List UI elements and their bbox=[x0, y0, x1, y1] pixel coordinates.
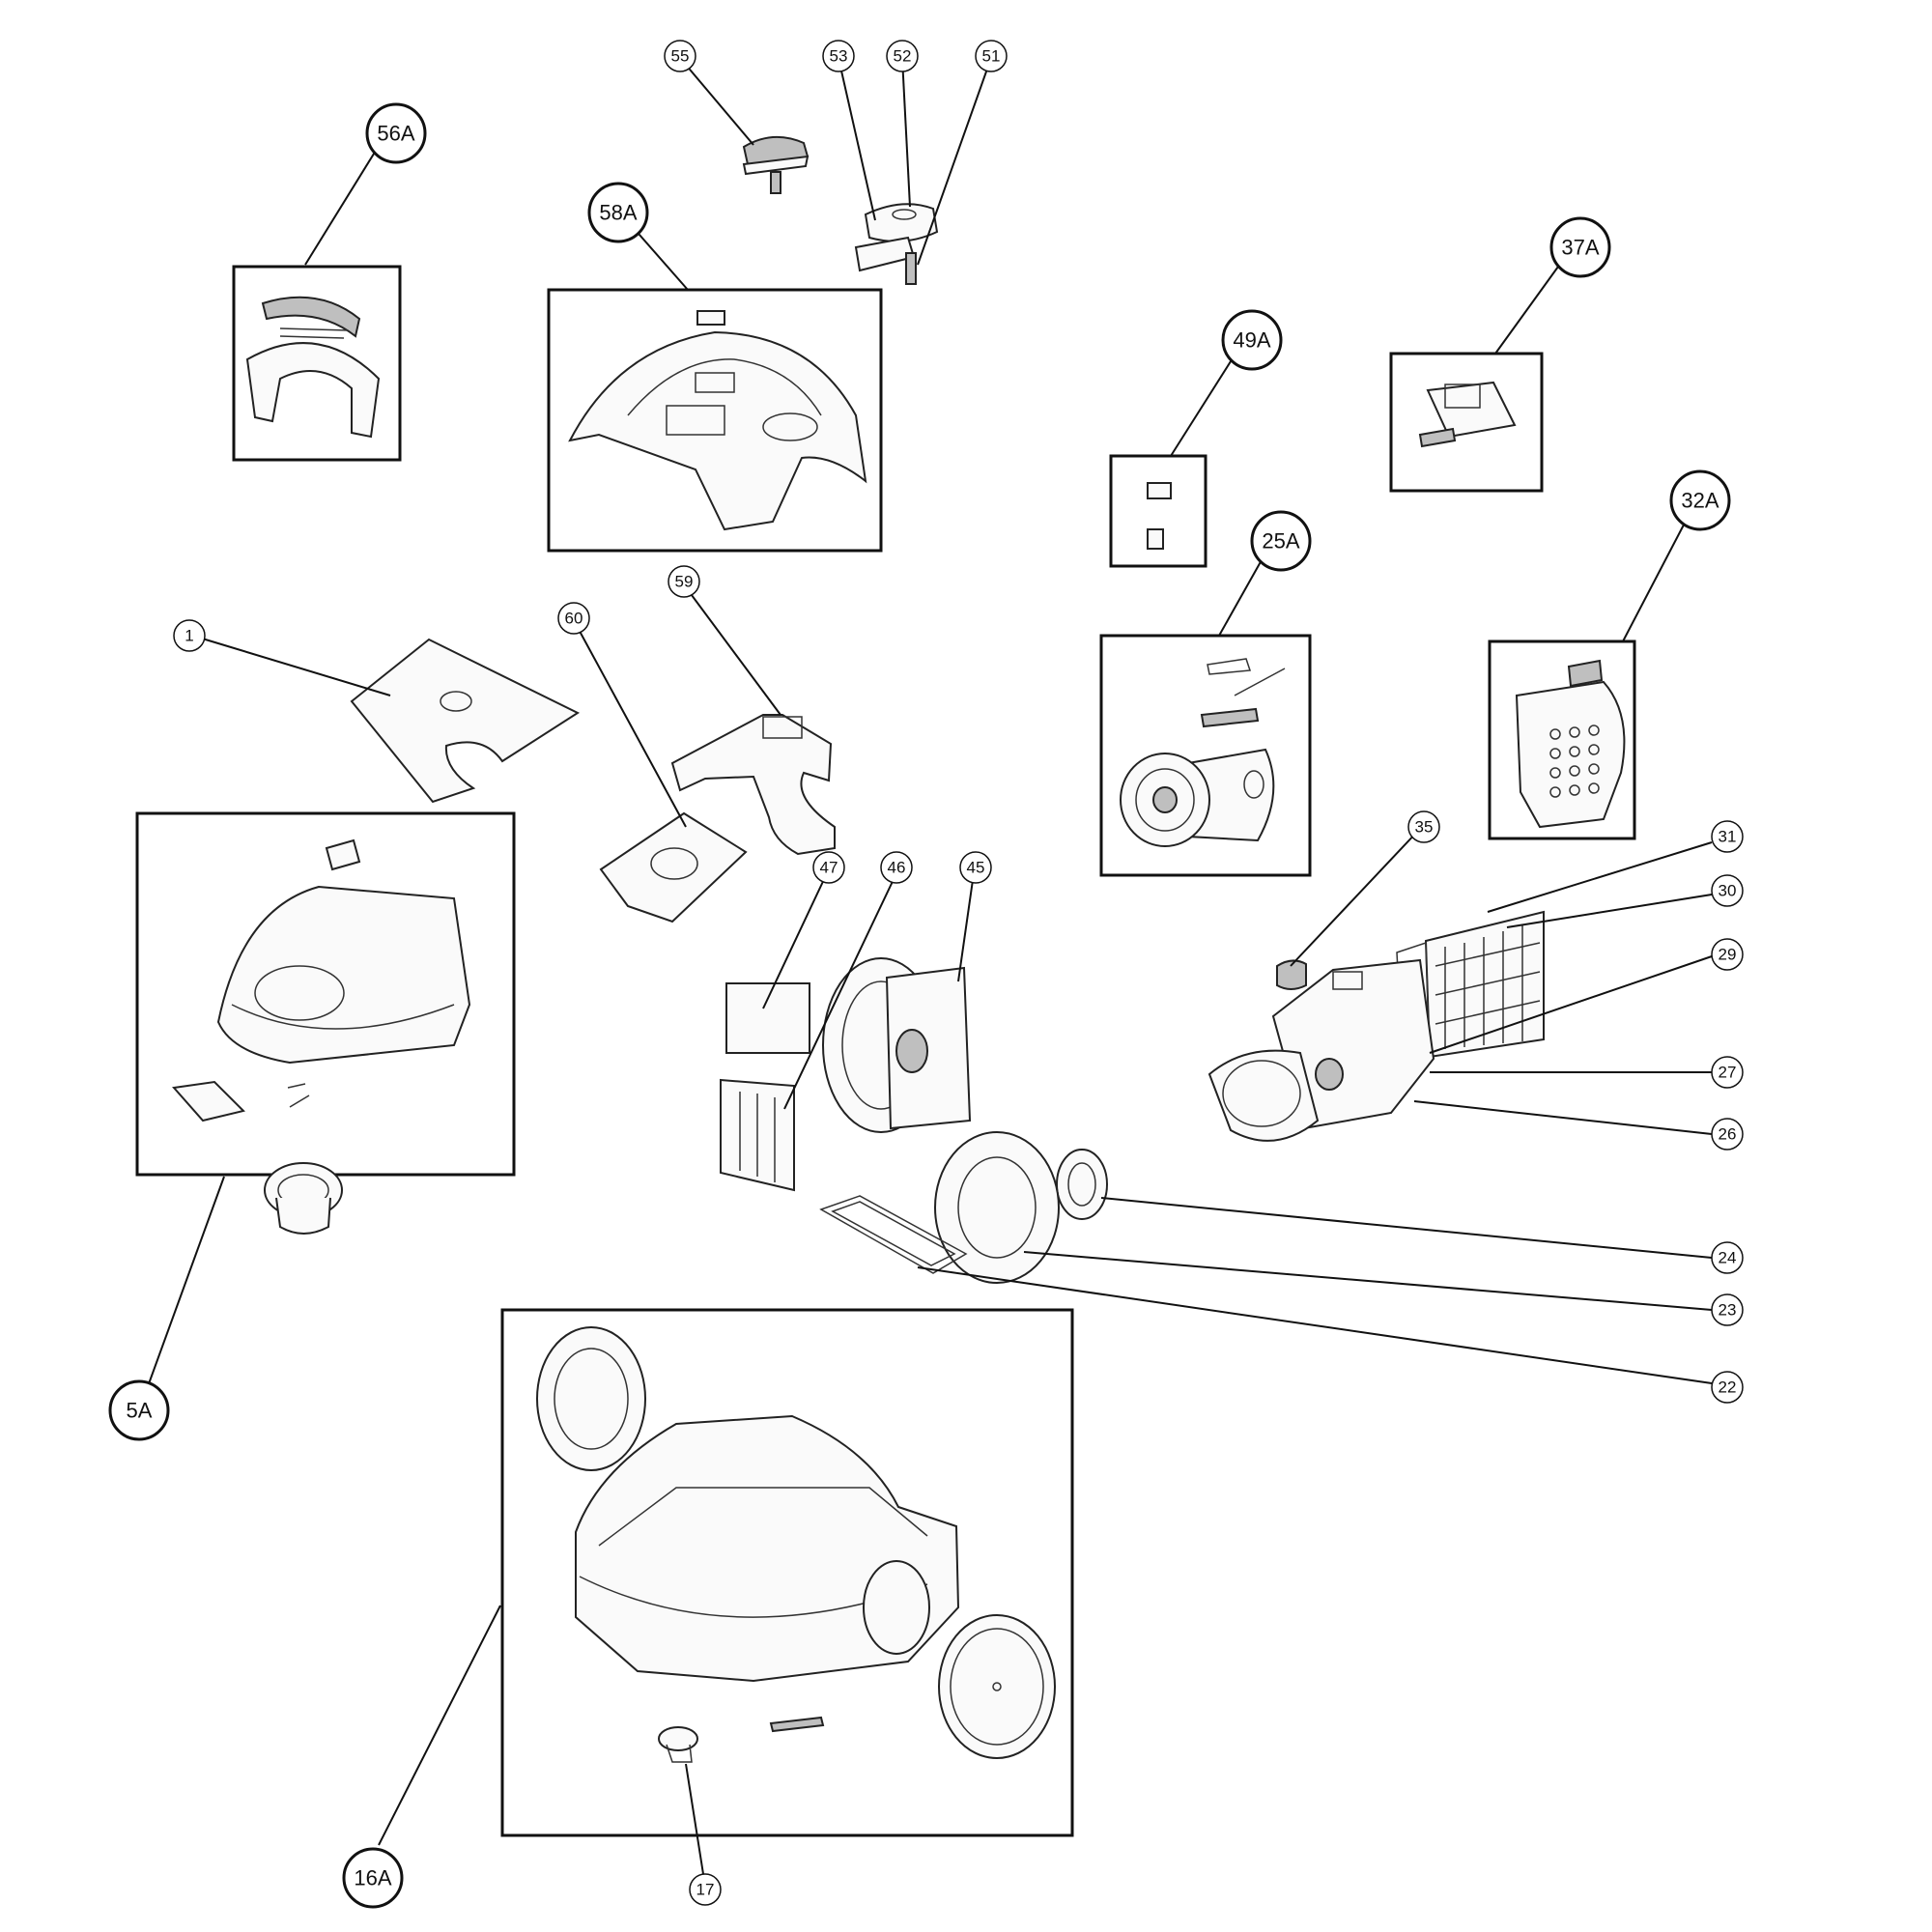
exhaust-grill-assembly-drawing bbox=[1515, 659, 1626, 829]
part-31-label: 31 bbox=[1719, 828, 1737, 846]
callout-49A: 49A bbox=[1221, 309, 1283, 371]
part-52: 52 bbox=[886, 40, 919, 72]
part-22-label: 22 bbox=[1719, 1378, 1737, 1397]
gasket-drawing bbox=[819, 1195, 968, 1274]
callout-49A-label: 49A bbox=[1233, 328, 1270, 353]
cyclone-housing-drawing bbox=[822, 957, 972, 1133]
motor-housing-assembly-drawing bbox=[1208, 910, 1545, 1142]
callout-32A: 32A bbox=[1669, 469, 1731, 531]
part-27: 27 bbox=[1711, 1056, 1744, 1089]
part-55-label: 55 bbox=[671, 47, 690, 66]
motor-assembly-drawing bbox=[1120, 658, 1286, 847]
callout-56A-label: 56A bbox=[377, 122, 414, 146]
part-22: 22 bbox=[1711, 1371, 1744, 1404]
part-24-label: 24 bbox=[1719, 1249, 1737, 1267]
callout-16A-label: 16A bbox=[354, 1866, 391, 1890]
part-17: 17 bbox=[689, 1873, 722, 1906]
part-53: 53 bbox=[822, 40, 855, 72]
part-53-label: 53 bbox=[830, 47, 848, 66]
top-cover-assembly-drawing bbox=[568, 310, 867, 531]
part-1: 1 bbox=[173, 619, 206, 652]
part-59-label: 59 bbox=[675, 573, 694, 591]
part-29: 29 bbox=[1711, 938, 1744, 971]
bag-plate-drawing bbox=[599, 811, 748, 923]
part-51-label: 51 bbox=[982, 47, 1001, 66]
box-58A bbox=[547, 288, 883, 553]
callout-25A-label: 25A bbox=[1262, 529, 1299, 554]
box-32A bbox=[1488, 639, 1636, 840]
part-47-label: 47 bbox=[820, 859, 838, 877]
bottom-assembly-drawing bbox=[172, 838, 471, 1235]
part-29-label: 29 bbox=[1719, 946, 1737, 964]
knob-drawing bbox=[1276, 959, 1307, 990]
part-60: 60 bbox=[557, 602, 590, 635]
box-25A bbox=[1099, 634, 1312, 877]
callout-16A: 16A bbox=[342, 1847, 404, 1909]
callout-32A-label: 32A bbox=[1681, 489, 1719, 513]
part-31: 31 bbox=[1711, 820, 1744, 853]
part-26: 26 bbox=[1711, 1118, 1744, 1151]
main-body-assembly-drawing bbox=[536, 1326, 1056, 1763]
callout-37A: 37A bbox=[1549, 216, 1611, 278]
part-46: 46 bbox=[880, 851, 913, 884]
pcb-assembly-drawing bbox=[1418, 381, 1517, 448]
part-30-label: 30 bbox=[1719, 882, 1737, 900]
part-27-label: 27 bbox=[1719, 1064, 1737, 1082]
handle-assembly-drawing bbox=[245, 296, 381, 439]
cyclone-lid-drawing bbox=[934, 1131, 1060, 1284]
part-24: 24 bbox=[1711, 1241, 1744, 1274]
part-35-label: 35 bbox=[1415, 818, 1434, 837]
part-26-label: 26 bbox=[1719, 1125, 1737, 1144]
callout-37A-label: 37A bbox=[1561, 236, 1599, 260]
box-49A bbox=[1109, 454, 1208, 568]
bag-holder-frame-drawing bbox=[670, 714, 836, 856]
box-56A bbox=[232, 265, 402, 462]
part-1-label: 1 bbox=[185, 627, 193, 645]
part-45-label: 45 bbox=[967, 859, 985, 877]
switch-cap-drawing bbox=[742, 135, 810, 194]
filter-sheet-drawing bbox=[725, 982, 810, 1054]
callout-56A: 56A bbox=[365, 102, 427, 164]
box-37A bbox=[1389, 352, 1544, 493]
filter-frame-drawing bbox=[720, 1078, 795, 1192]
switch-housing-drawing bbox=[854, 203, 939, 285]
leader-lines bbox=[146, 57, 1713, 1875]
part-59: 59 bbox=[668, 565, 700, 598]
part-55: 55 bbox=[664, 40, 696, 72]
part-60-label: 60 bbox=[565, 610, 583, 628]
part-17-label: 17 bbox=[696, 1881, 715, 1899]
part-30: 30 bbox=[1711, 874, 1744, 907]
callout-5A-label: 5A bbox=[127, 1399, 153, 1423]
callout-58A: 58A bbox=[587, 182, 649, 243]
part-23-label: 23 bbox=[1719, 1301, 1737, 1320]
switch-set-drawing bbox=[1147, 482, 1172, 550]
dust-cover-drawing bbox=[350, 638, 581, 804]
seal-ring-drawing bbox=[1056, 1149, 1108, 1220]
part-35: 35 bbox=[1407, 810, 1440, 843]
part-51: 51 bbox=[975, 40, 1008, 72]
part-45: 45 bbox=[959, 851, 992, 884]
box-16A bbox=[500, 1308, 1074, 1837]
part-46-label: 46 bbox=[888, 859, 906, 877]
part-52-label: 52 bbox=[894, 47, 912, 66]
part-23: 23 bbox=[1711, 1293, 1744, 1326]
callout-58A-label: 58A bbox=[599, 201, 637, 225]
part-47: 47 bbox=[812, 851, 845, 884]
callout-5A: 5A bbox=[108, 1379, 170, 1441]
callout-25A: 25A bbox=[1250, 510, 1312, 572]
